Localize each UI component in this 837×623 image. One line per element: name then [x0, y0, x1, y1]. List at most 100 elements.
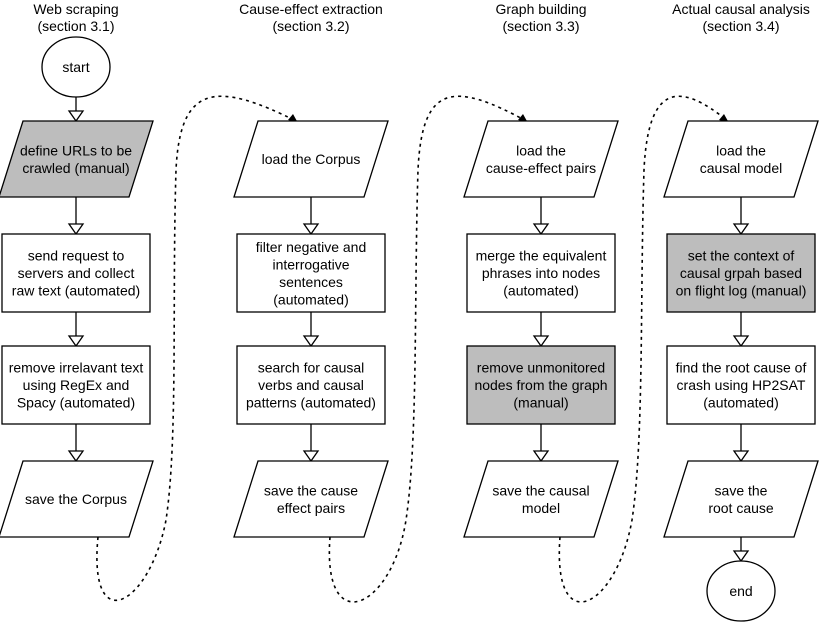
step-label-line: on flight log (manual): [676, 283, 807, 299]
flow-arrow: [532, 312, 550, 348]
io-step: define URLs to be crawled (manual): [0, 120, 154, 198]
column-heading-line: Cause-effect extraction: [239, 1, 383, 17]
end-label: end: [729, 583, 752, 599]
column-4: Actual causal analysis(section 3.4) load …: [663, 1, 819, 622]
step-label: define URLs to be crawled (manual): [20, 142, 132, 176]
flow-arrow: [67, 312, 85, 348]
column-heading-line: (section 3.1): [37, 18, 114, 34]
step-label-line: using RegEx and: [23, 377, 130, 393]
flow-arrow: [532, 424, 550, 463]
step-label-line: servers and collect: [18, 265, 135, 281]
column-heading-line: (section 3.4): [702, 18, 779, 34]
step-label-line: load the Corpus: [262, 151, 361, 167]
step-label-line: cause-effect pairs: [486, 160, 596, 176]
io-step: save the cause effect pairs: [233, 460, 389, 538]
step-label-line: remove irrelavant text: [9, 360, 144, 376]
flow-arrow: [732, 312, 750, 348]
step-label-line: save the Corpus: [25, 491, 127, 507]
step-label-line: define URLs to be: [20, 142, 132, 158]
step-label-line: sentences: [279, 274, 343, 290]
flow-arrow: [67, 424, 85, 463]
io-step: save the Corpus: [0, 460, 154, 538]
step-label: save the cause effect pairs: [264, 482, 358, 516]
step-label: save the Corpus: [25, 491, 127, 507]
io-step: load the Corpus: [233, 120, 389, 198]
step-label-line: (manual): [513, 395, 568, 411]
column-1: Web scraping(section 3.1) start define URL…: [0, 1, 154, 538]
step-label-line: load the: [516, 142, 566, 158]
step-label-line: effect pairs: [277, 500, 345, 516]
step-label-line: patterns (automated): [246, 395, 376, 411]
step-label-line: causal grpah based: [680, 265, 802, 281]
column-heading: Graph building(section 3.3): [495, 1, 586, 34]
step-label-line: model: [522, 500, 560, 516]
flow-arrow: [732, 197, 750, 236]
step-label-line: crash using HP2SAT: [677, 377, 806, 393]
column-2: Cause-effect extraction(section 3.2) load…: [233, 1, 389, 538]
step-label-line: load the: [716, 142, 766, 158]
step-label: load the cause-effect pairs: [486, 142, 596, 176]
column-heading-line: (section 3.2): [272, 18, 349, 34]
column-heading-line: Graph building: [495, 1, 586, 17]
step-label-line: nodes from the graph: [474, 377, 607, 393]
step-label: load the causal model: [700, 142, 783, 176]
step-label-line: save the: [715, 482, 768, 498]
flow-arrow: [532, 197, 550, 236]
flow-arrow: [302, 197, 320, 236]
io-step: load the causal model: [663, 120, 819, 198]
step-label-line: phrases into nodes: [482, 265, 600, 281]
flow-arrow: [732, 537, 750, 563]
step-label: save the causal model: [492, 482, 589, 516]
column-heading: Web scraping(section 3.1): [33, 1, 118, 34]
step-label-line: save the causal: [492, 482, 589, 498]
end-terminal: end: [706, 560, 776, 622]
step-label-line: raw text (automated): [12, 283, 140, 299]
column-heading: Cause-effect extraction(section 3.2): [239, 1, 383, 34]
column-heading: Actual causal analysis(section 3.4): [672, 1, 810, 34]
column-heading-line: (section 3.3): [502, 18, 579, 34]
column-heading-line: Web scraping: [33, 1, 118, 17]
flow-arrow: [302, 312, 320, 348]
dashed-connectors: [96, 95, 730, 603]
step-label-line: verbs and causal: [258, 377, 364, 393]
step-label-line: merge the equivalent: [476, 248, 607, 264]
step-label: load the Corpus: [262, 151, 361, 167]
step-label-line: (automated): [273, 291, 348, 307]
step-label-line: (automated): [503, 283, 578, 299]
column-3: Graph building(section 3.3) load the cause…: [463, 1, 619, 538]
flow-arrow: [67, 197, 85, 236]
step-label-line: crawled (manual): [22, 160, 129, 176]
step-label-line: interrogative: [272, 256, 349, 272]
io-step: save the causal model: [463, 460, 619, 538]
io-step: load the cause-effect pairs: [463, 120, 619, 198]
flow-arrow: [302, 424, 320, 463]
step-label-line: (automated): [703, 395, 778, 411]
step-label-line: set the context of: [688, 248, 795, 264]
step-label-line: send request to: [28, 248, 125, 264]
step-label-line: find the root cause of: [676, 360, 807, 376]
step-label-line: causal model: [700, 160, 783, 176]
step-label-line: remove unmonitored: [477, 360, 605, 376]
step-label-line: save the cause: [264, 482, 358, 498]
start-label: start: [62, 59, 89, 75]
flowchart-columns: Web scraping(section 3.1) start define URL…: [0, 1, 819, 622]
